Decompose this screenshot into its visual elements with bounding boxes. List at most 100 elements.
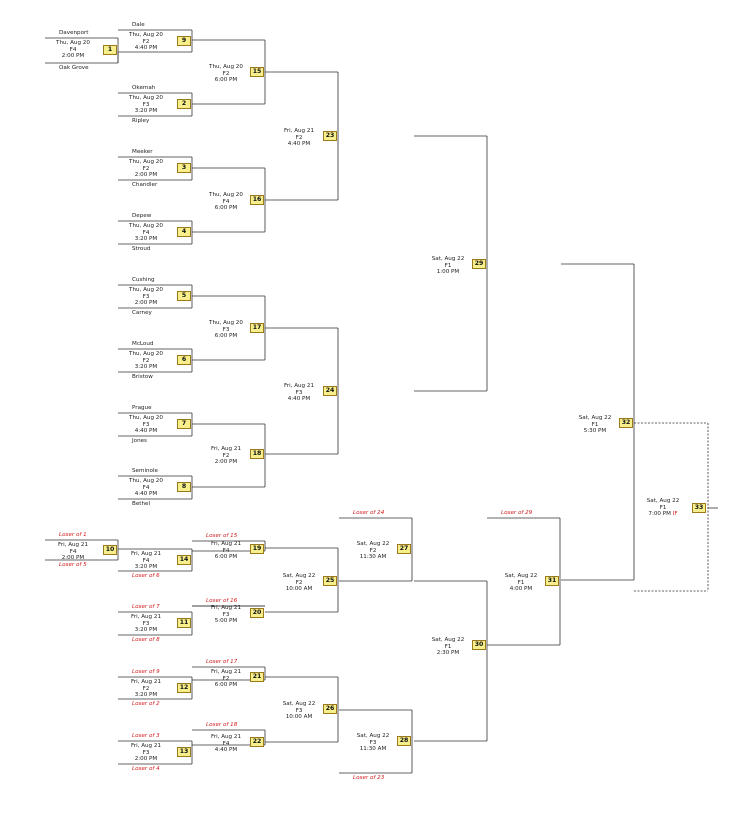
game-number-badge[interactable]: 15 [250,67,264,77]
game-info-line: 10:00 AM [285,714,313,721]
team-top-7: Prague [132,405,152,411]
team-bottom-4: Stroud [132,246,151,252]
game-number-badge[interactable]: 20 [250,608,264,618]
game-info-line: F2 [295,134,303,141]
game-number-badge[interactable]: 27 [397,544,411,554]
game-info-line: 11:30 AM [359,746,387,753]
team-bottom-5: Carney [132,310,152,316]
team-bottom-13: Loser of 4 [132,766,160,772]
game-number-badge[interactable]: 25 [323,576,337,586]
game-number-badge[interactable]: 4 [177,227,191,237]
game-number-badge[interactable]: 6 [177,355,191,365]
game-info-line: 5:30 PM [583,428,607,435]
game-number-badge[interactable]: 21 [250,672,264,682]
game-info-line: Thu, Aug 20 [129,415,163,421]
game-number-badge[interactable]: 16 [250,195,264,205]
game-number-badge[interactable]: 1 [103,45,117,55]
game-info-line: Sat, Aug 22 [504,573,538,579]
game-info-line: Fri, Aug 21 [57,542,89,548]
game-number-badge[interactable]: 14 [177,555,191,565]
game-info-line: F2 [142,38,150,45]
team-bottom-3: Chandler [132,182,158,188]
game-number-badge[interactable]: 12 [177,683,191,693]
game-number-badge[interactable]: 30 [472,640,486,650]
game-info-line: Thu, Aug 20 [129,159,163,165]
game-info-line: Fri, Aug 21 [210,605,242,611]
game-info-line: 2:00 PM [61,53,85,60]
game-info-line: F3 [142,749,150,756]
game-number-badge[interactable]: 13 [177,747,191,757]
game-info-line: Sat, Aug 22 [646,498,680,504]
game-number-badge[interactable]: 28 [397,736,411,746]
game-info-line: F3 [142,620,150,627]
team-top-10: Loser of 1 [59,532,87,538]
game-info-line: Thu, Aug 20 [129,95,163,101]
game-number-badge[interactable]: 31 [545,576,559,586]
game-info-line: Fri, Aug 21 [130,614,162,620]
game-info-line: F3 [142,293,150,300]
game-number-badge[interactable]: 9 [177,36,191,46]
game-number-badge[interactable]: 19 [250,544,264,554]
team-bottom-12: Loser of 2 [132,701,160,707]
game-number-badge[interactable]: 23 [323,131,337,141]
loser-label-19: Loser of 15 [206,533,238,539]
game-info-line: F4 [142,229,150,236]
team-top-3: Meeker [132,149,153,155]
game-info-line: F1 [517,579,525,586]
game-info-line: F3 [369,739,377,746]
game-number-badge[interactable]: 33 [692,503,706,513]
game-number-badge[interactable]: 17 [250,323,264,333]
game-number-badge[interactable]: 2 [177,99,191,109]
game-info-line: Sat, Aug 22 [356,733,390,739]
game-info-line: Thu, Aug 20 [129,32,163,38]
game-info-line: Fri, Aug 21 [130,679,162,685]
game-number-badge[interactable]: 10 [103,545,117,555]
game-info-line: F2 [369,547,377,554]
game-info-line: Thu, Aug 20 [129,223,163,229]
game-number-badge[interactable]: 18 [250,449,264,459]
game-number-badge[interactable]: 26 [323,704,337,714]
game-info-line: Fri, Aug 21 [283,128,315,134]
game-number-badge[interactable]: 29 [472,259,486,269]
team-top-9: Dale [132,22,145,28]
game-number-badge[interactable]: 5 [177,291,191,301]
game-info-line: 7:00 PM IF [648,511,678,518]
game-number-badge[interactable]: 32 [619,418,633,428]
loser-label-27: Loser of 24 [353,510,385,516]
game-number-badge[interactable]: 11 [177,618,191,628]
game-number-badge[interactable]: 7 [177,419,191,429]
game-info-line: F3 [142,421,150,428]
game-info-line: 4:40 PM [287,141,311,148]
game-info-line: F4 [222,198,230,205]
game-info-line: 2:00 PM [61,555,85,562]
game-info-line: Fri, Aug 21 [210,669,242,675]
game-info-line: Thu, Aug 20 [129,351,163,357]
game-number-badge[interactable]: 8 [177,482,191,492]
game-number-badge[interactable]: 3 [177,163,191,173]
game-info-line: F2 [222,675,230,682]
game-number-badge[interactable]: 24 [323,386,337,396]
game-info-line: Fri, Aug 21 [210,734,242,740]
loser-label-20: Loser of 16 [206,598,238,604]
team-bottom-1: Oak Grove [59,65,89,71]
game-info-line: 3:20 PM [134,364,158,371]
game-number-badge[interactable]: 22 [250,737,264,747]
